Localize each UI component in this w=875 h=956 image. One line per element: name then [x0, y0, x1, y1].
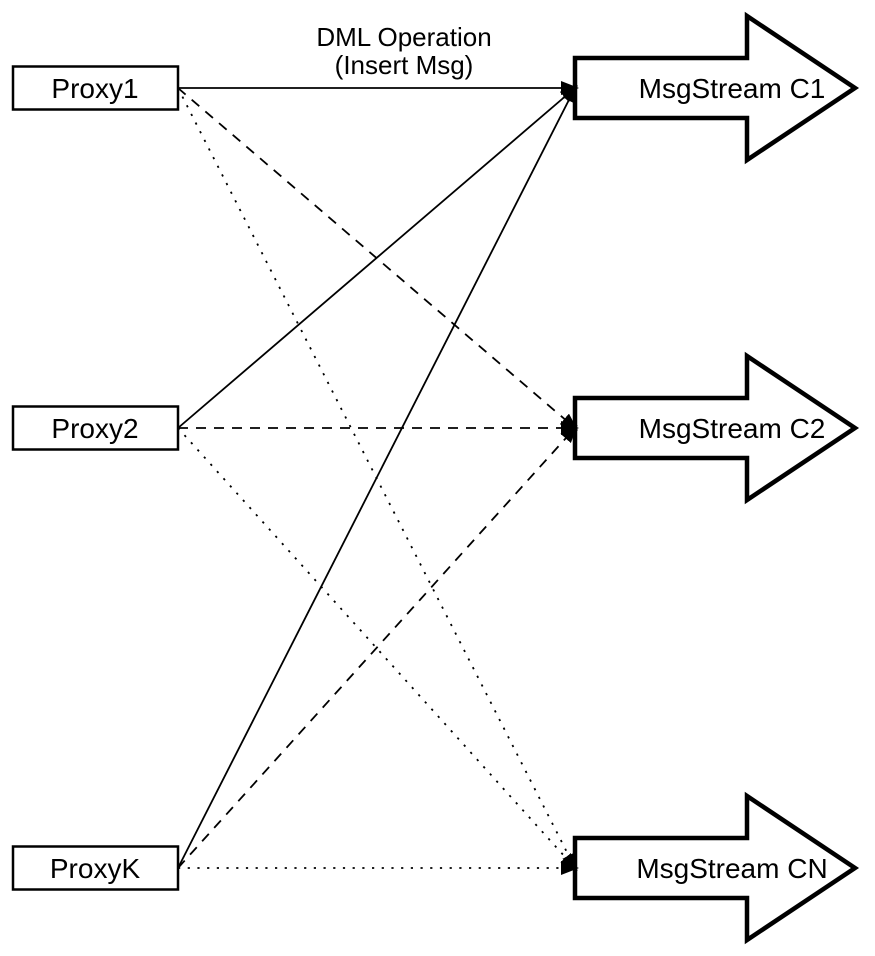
proxy-box-proxy2 [11, 405, 180, 451]
proxy-box-proxyk [11, 845, 180, 891]
connector-proxy2-c1 [177, 85, 579, 429]
edge-label-line1: DML Operation [316, 22, 491, 52]
stream-c1-label: MsgStream C1 [639, 73, 826, 104]
stream-c2-label: MsgStream C2 [639, 413, 826, 444]
stream-cn-label: MsgStream CN [636, 853, 827, 884]
stream-arrow-c1 [572, 11, 860, 165]
proxy-box-proxy1 [11, 65, 180, 111]
stream-arrow-cn-shape [572, 791, 860, 945]
proxyk-label: ProxyK [50, 853, 141, 884]
connector-proxyk-c1 [177, 84, 577, 869]
stream-arrow-c2-shape [572, 351, 860, 505]
stream-arrow-cn [572, 791, 860, 945]
edge-label-line2: (Insert Msg) [335, 50, 474, 80]
proxy1-label: Proxy1 [51, 73, 138, 104]
connector-proxy2-cn [177, 427, 578, 871]
stream-arrow-c2 [572, 351, 860, 505]
connector-proxyk-c2 [177, 425, 578, 869]
proxy2-label: Proxy2 [51, 413, 138, 444]
stream-arrow-c1-shape [572, 11, 860, 165]
